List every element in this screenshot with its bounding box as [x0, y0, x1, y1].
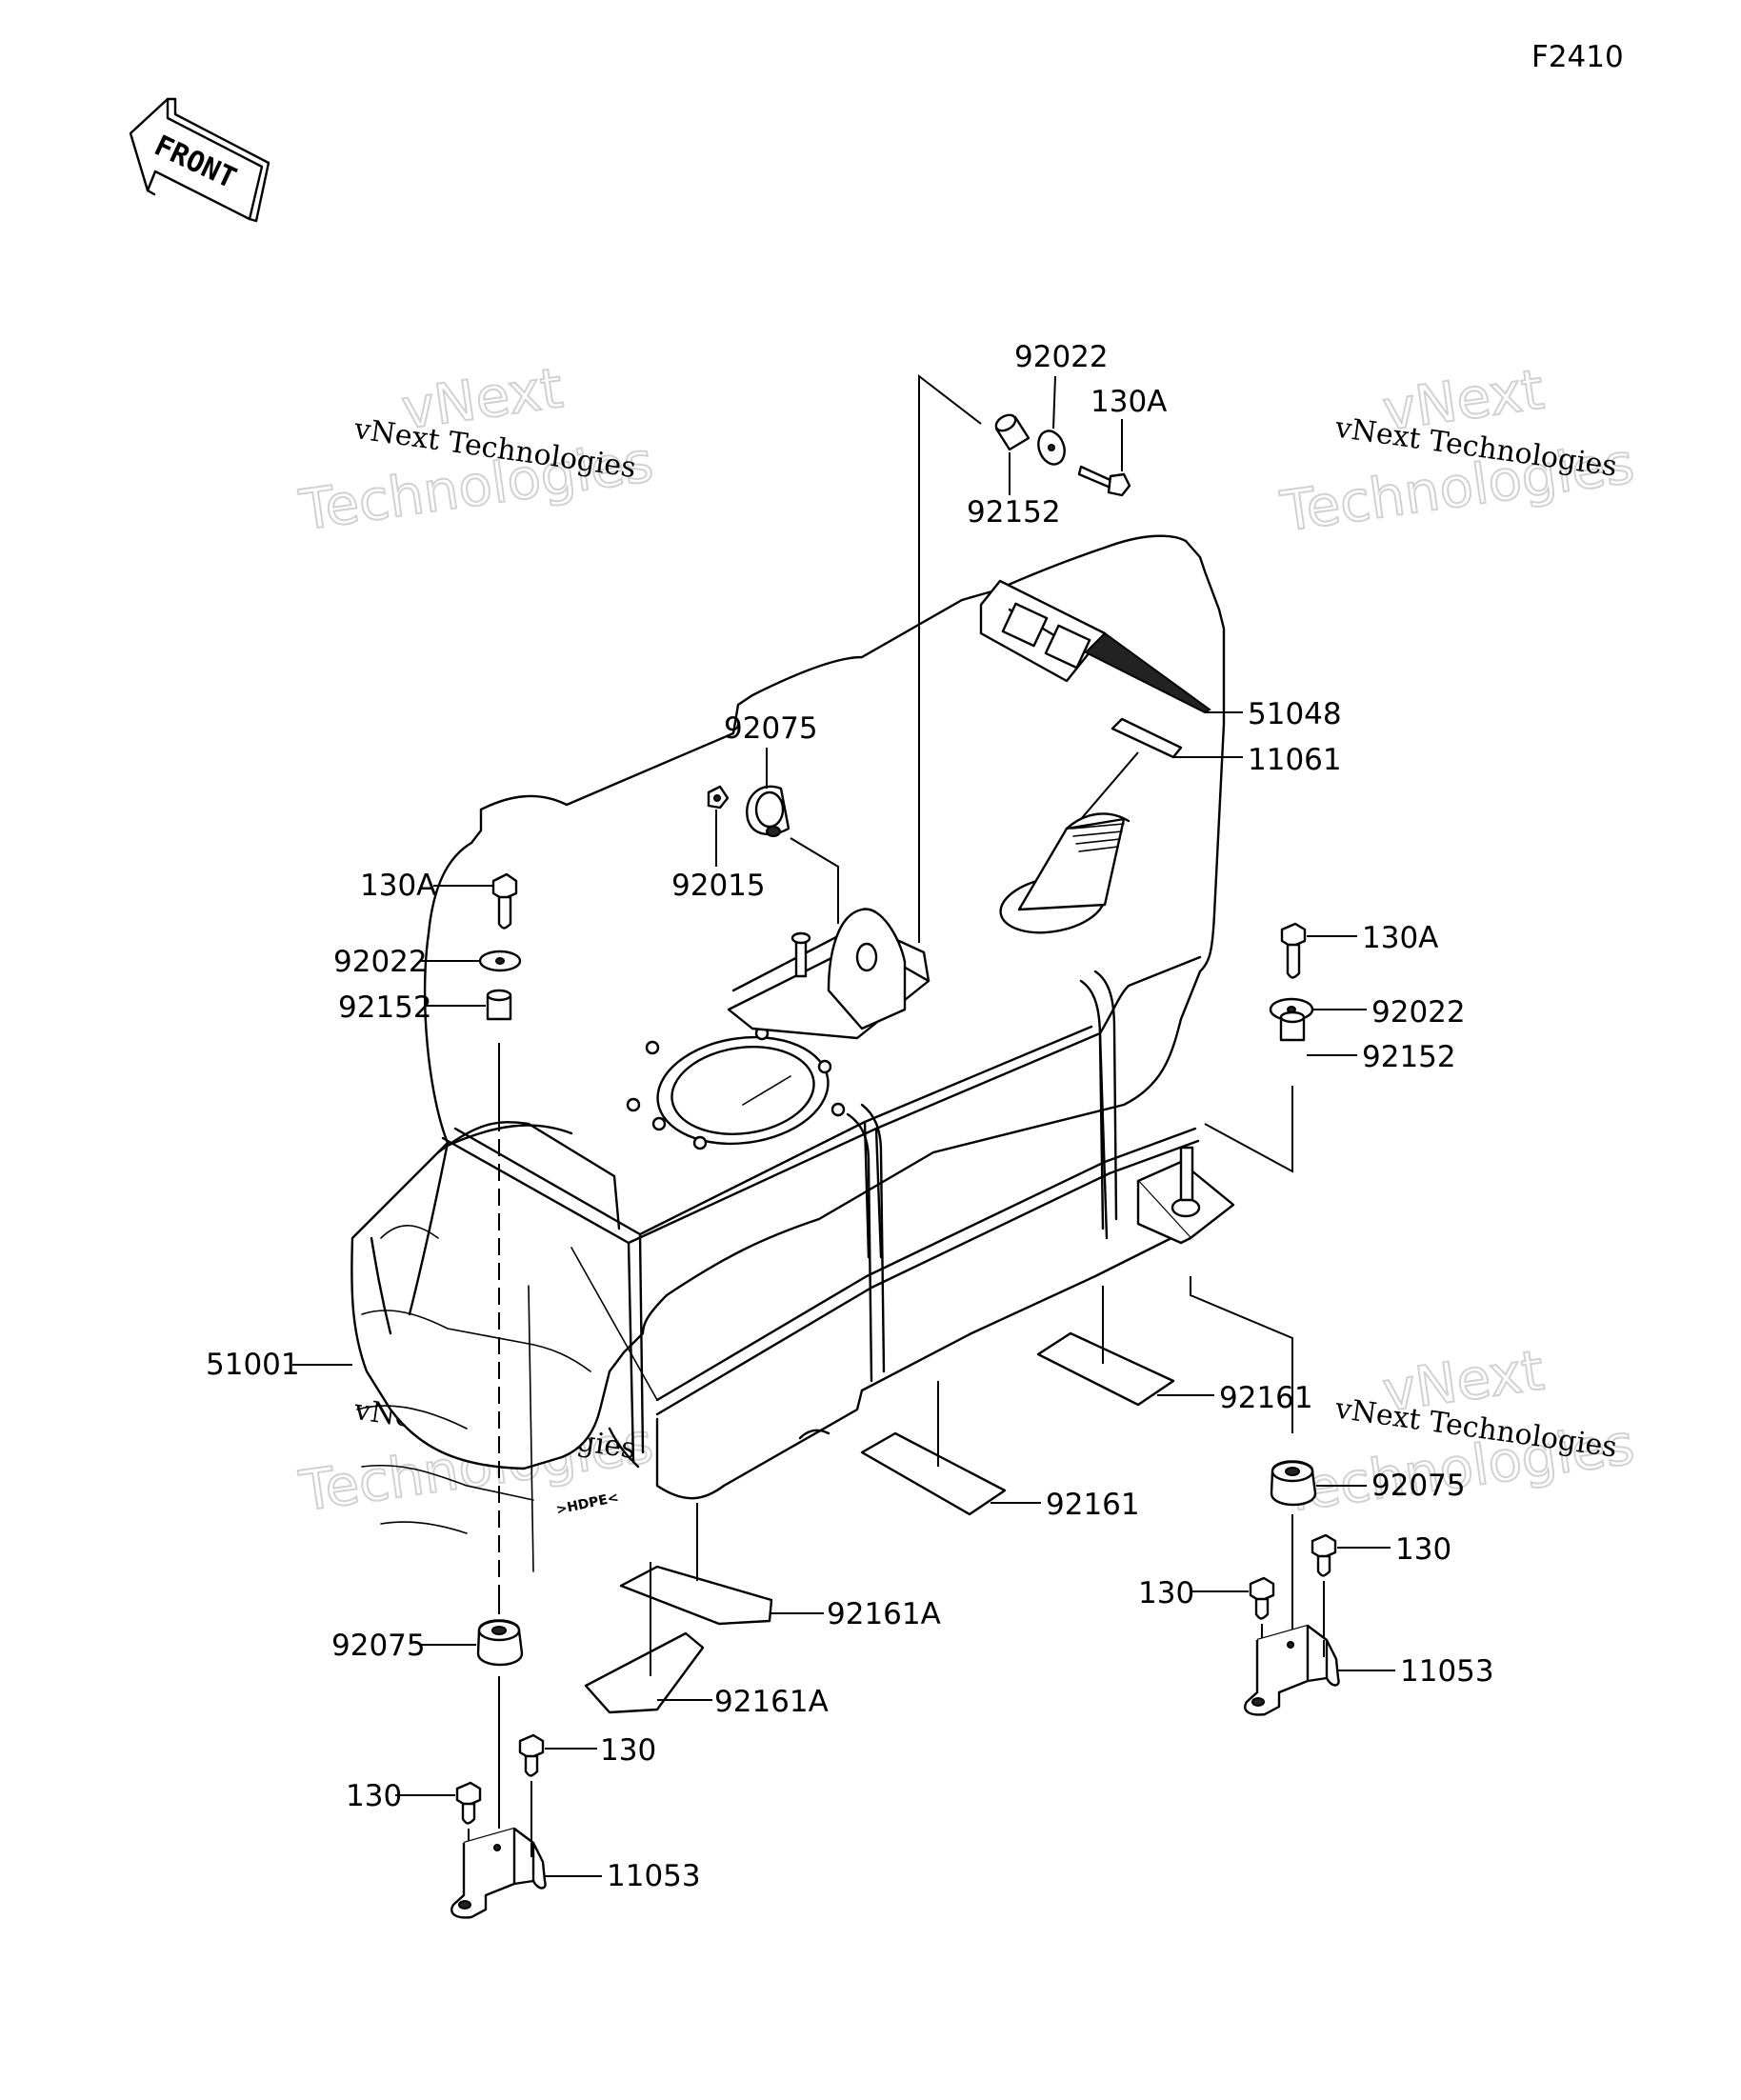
callout-92022-right: 92022 [1371, 995, 1466, 1030]
callout-11053-right: 11053 [1400, 1654, 1494, 1689]
bolt-130-l1 [518, 1733, 545, 1777]
collar-92152-left [486, 989, 512, 1021]
callout-92161A-b: 92161A [714, 1685, 829, 1719]
bracket-11053-left [450, 1827, 547, 1919]
callout-130-l2: 130 [346, 1779, 402, 1813]
washer-92022-top [1037, 430, 1066, 466]
callout-92152-right: 92152 [1362, 1040, 1456, 1074]
leader-line [1080, 751, 1139, 820]
callout-92022-left: 92022 [333, 945, 428, 979]
leader-line [1190, 1276, 1293, 1433]
callout-92022-top: 92022 [1014, 340, 1109, 374]
bolt-130A-top [1077, 465, 1131, 497]
callout-92015: 92015 [671, 869, 766, 903]
callout-92152-left: 92152 [338, 990, 432, 1025]
fuel-cap-51048 [979, 579, 1211, 714]
grommet-92075-top [746, 785, 790, 837]
bolt-130-r2 [1249, 1576, 1275, 1620]
callout-51001: 51001 [206, 1348, 300, 1382]
diagram-code: F2410 [1531, 40, 1624, 74]
callout-130-l1: 130 [600, 1733, 656, 1768]
callout-92075-right: 92075 [1371, 1469, 1466, 1503]
bolt-130A-left [491, 872, 518, 930]
pad-92161A-b [584, 1631, 705, 1714]
front-arrow-icon: FRONT [129, 97, 270, 223]
bolt-130A-right [1280, 922, 1307, 979]
callout-92075-left: 92075 [331, 1629, 426, 1663]
callout-92161A-a: 92161A [827, 1597, 941, 1631]
grommet-92075-left [476, 1619, 524, 1667]
watermark-brand: vNext [1379, 1337, 1548, 1424]
callout-51048: 51048 [1248, 697, 1342, 731]
leader-line [918, 373, 982, 943]
leader-line [1204, 1086, 1293, 1173]
bolt-130-l2 [455, 1781, 482, 1825]
bolt-130-r1 [1311, 1533, 1337, 1577]
fuel-tank-51001: >HDPE< [350, 534, 1235, 1572]
collar-92152-right [1279, 1010, 1306, 1042]
callout-130-r1: 130 [1395, 1532, 1451, 1567]
washer-92022-left [478, 950, 522, 972]
pad-92161-right [1036, 1331, 1175, 1407]
callout-130-r2: 130 [1138, 1576, 1194, 1610]
callout-11061: 11061 [1248, 743, 1342, 777]
callout-130A-left: 130A [360, 869, 436, 903]
leader-line [790, 837, 839, 924]
callout-92075-top: 92075 [724, 711, 818, 746]
callout-130A-top: 130A [1091, 385, 1167, 419]
callout-11053-left: 11053 [607, 1859, 701, 1893]
gasket-11061 [1111, 717, 1183, 759]
callout-92152-top: 92152 [967, 495, 1061, 530]
tank-material-mark: >HDPE< [555, 1490, 620, 1518]
grommet-92075-right [1270, 1460, 1317, 1507]
leader-line [1052, 375, 1056, 430]
nut-92015 [707, 785, 730, 810]
callout-130A-right: 130A [1362, 921, 1438, 955]
bracket-11053-right [1244, 1624, 1340, 1716]
collar-92152-top [994, 413, 1031, 451]
callout-92161-mid: 92161 [1046, 1488, 1140, 1522]
callout-92161-right: 92161 [1219, 1381, 1313, 1415]
pad-92161-mid [860, 1431, 1007, 1516]
